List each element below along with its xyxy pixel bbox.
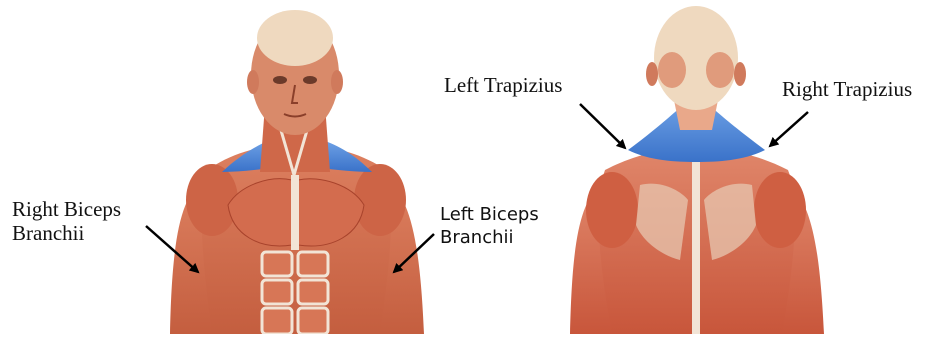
label-right-biceps-line-2: Branchii bbox=[12, 221, 121, 245]
arrow-left-trapezius bbox=[580, 104, 625, 148]
back-figure bbox=[570, 6, 824, 334]
front-figure bbox=[170, 10, 424, 334]
arrow-right-trapezius bbox=[770, 112, 808, 146]
back-spine bbox=[692, 150, 700, 334]
front-right-eye bbox=[273, 76, 287, 84]
front-left-eye bbox=[303, 76, 317, 84]
label-left-biceps-branchii: Left Biceps Branchii bbox=[436, 202, 543, 250]
label-right-biceps-line-1: Right Biceps bbox=[12, 197, 121, 221]
front-right-deltoid bbox=[186, 164, 238, 236]
label-left-trapezius: Left Trapizius bbox=[440, 72, 566, 98]
front-left-deltoid bbox=[354, 164, 406, 236]
label-right-biceps-branchii: Right Biceps Branchii bbox=[8, 196, 125, 246]
front-sternum bbox=[291, 175, 299, 250]
back-right-deltoid bbox=[754, 172, 806, 248]
label-right-trapezius: Right Trapizius bbox=[778, 76, 916, 102]
back-left-deltoid bbox=[586, 172, 638, 248]
label-left-biceps-line-1: Left Biceps bbox=[440, 203, 539, 226]
label-left-biceps-line-2: Branchii bbox=[440, 226, 539, 249]
